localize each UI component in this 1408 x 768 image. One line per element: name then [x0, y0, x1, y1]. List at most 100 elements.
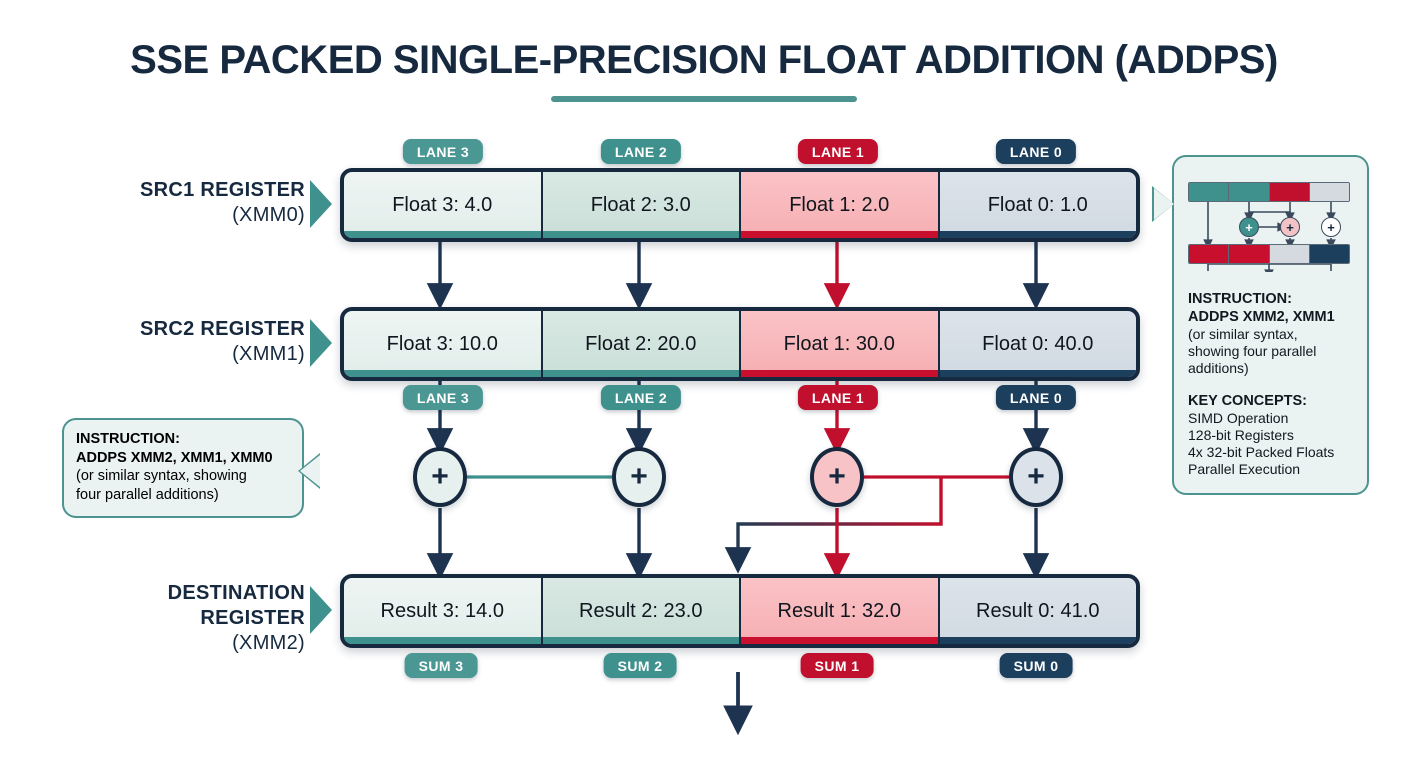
src2-label-main: SRC2 REGISTER [139, 318, 305, 340]
mini-adder-0: + [1321, 217, 1341, 237]
mini-diagram: + + + [1188, 182, 1354, 272]
src2-cell-lane2-accent [542, 370, 739, 377]
mini-diagram-wires [1203, 202, 1336, 272]
dest-cell-lane0[interactable]: Result 0: 41.0 [939, 578, 1136, 644]
sum-badge-2[interactable]: SUM 2 [603, 653, 677, 678]
src2-cell-lane0-text: Float 0: 40.0 [982, 332, 1094, 355]
src1-row-label: SRC1 REGISTER (XMM0) [60, 178, 305, 228]
right-panel-instruction-heading: INSTRUCTION: [1188, 291, 1292, 307]
lane-badge-mid-0[interactable]: LANE 0 [995, 385, 1077, 410]
page-title: SSE PACKED SINGLE-PRECISION FLOAT ADDITI… [130, 38, 1278, 82]
destination-register-bar: Result 3: 14.0 Result 2: 23.0 Result 1: … [340, 574, 1140, 648]
right-panel-concept-2: 128-bit Registers [1188, 427, 1294, 443]
src2-label-sub: (XMM1) [232, 343, 305, 365]
dest-cell-lane2-accent [542, 637, 739, 644]
right-panel-notch [1154, 188, 1174, 220]
src2-register-bar: Float 3: 10.0 Float 2: 20.0 Float 1: 30.… [340, 307, 1140, 381]
lane-badge-top-3[interactable]: LANE 3 [402, 139, 484, 164]
src2-cell-lane3[interactable]: Float 3: 10.0 [344, 311, 543, 377]
right-panel-note-1: (or similar syntax, [1188, 326, 1298, 342]
right-panel-note-3: additions) [1188, 360, 1249, 376]
src1-cell-lane2[interactable]: Float 2: 3.0 [542, 172, 741, 238]
src2-cell-lane3-text: Float 3: 10.0 [386, 332, 498, 355]
lane-badge-mid-3[interactable]: LANE 3 [402, 385, 484, 410]
src2-cell-lane1[interactable]: Float 1: 30.0 [741, 311, 940, 377]
right-panel-note-2: showing four parallel [1188, 343, 1317, 359]
mini-bot-seg-0 [1309, 245, 1349, 263]
src1-cell-lane0-accent [939, 231, 1136, 238]
src1-label-main: SRC1 REGISTER [139, 179, 305, 201]
left-callout-notch [300, 455, 320, 487]
sum-badge-1[interactable]: SUM 1 [800, 653, 874, 678]
dest-cell-lane2-text: Result 2: 23.0 [579, 599, 703, 622]
sum-badge-0[interactable]: SUM 0 [999, 653, 1073, 678]
src1-cell-lane1-text: Float 1: 2.0 [789, 193, 890, 216]
src1-cell-lane1[interactable]: Float 1: 2.0 [741, 172, 940, 238]
src1-cell-lane3-text: Float 3: 4.0 [392, 193, 493, 216]
lane-badge-mid-1[interactable]: LANE 1 [797, 385, 879, 410]
dest-pointer-icon [310, 586, 332, 634]
dest-cell-lane3-accent [344, 637, 541, 644]
src2-cell-lane0-accent [939, 370, 1136, 377]
src1-cell-lane0-text: Float 0: 1.0 [987, 193, 1088, 216]
src2-cell-lane1-text: Float 1: 30.0 [783, 332, 895, 355]
right-panel-concept-3: 4x 32-bit Packed Floats [1188, 444, 1335, 460]
adder-lane1[interactable]: + [810, 447, 864, 507]
src2-cell-lane3-accent [344, 370, 541, 377]
src2-cell-lane2-text: Float 2: 20.0 [585, 332, 697, 355]
lane-badge-top-2[interactable]: LANE 2 [600, 139, 682, 164]
dest-cell-lane3[interactable]: Result 3: 14.0 [344, 578, 543, 644]
dest-row-label: DESTINATION REGISTER (XMM2) [60, 581, 305, 656]
left-callout-instruction: ADDPS XMM2, XMM1, XMM0 [76, 449, 273, 466]
mini-adder-2: + [1239, 217, 1259, 237]
src2-row-label: SRC2 REGISTER (XMM1) [60, 317, 305, 367]
src1-cell-lane0[interactable]: Float 0: 1.0 [939, 172, 1136, 238]
right-panel-concepts-heading: KEY CONCEPTS: [1188, 393, 1307, 409]
src1-cell-lane2-text: Float 2: 3.0 [590, 193, 691, 216]
dest-cell-lane1[interactable]: Result 1: 32.0 [741, 578, 940, 644]
dest-label-sub: (XMM2) [232, 632, 305, 654]
adder-lane2[interactable]: + [612, 447, 666, 507]
src2-cell-lane0[interactable]: Float 0: 40.0 [939, 311, 1136, 377]
src2-pointer-icon [310, 319, 332, 367]
dest-cell-lane1-text: Result 1: 32.0 [777, 599, 901, 622]
src2-cell-lane2[interactable]: Float 2: 20.0 [542, 311, 741, 377]
left-callout-note-1: (or similar syntax, showing [76, 468, 247, 484]
mini-top-register [1188, 182, 1350, 202]
title-underline [551, 96, 857, 102]
lane-badge-top-1[interactable]: LANE 1 [797, 139, 879, 164]
right-panel-instruction: ADDPS XMM2, XMM1 [1188, 309, 1335, 325]
src1-cell-lane1-accent [741, 231, 938, 238]
right-panel-concept-4: Parallel Execution [1188, 461, 1301, 477]
src1-pointer-icon [310, 180, 332, 228]
left-callout-heading: INSTRUCTION: [76, 431, 180, 447]
dest-cell-lane1-accent [741, 637, 938, 644]
src1-register-bar: Float 3: 4.0 Float 2: 3.0 Float 1: 2.0 F… [340, 168, 1140, 242]
adder-lane3[interactable]: + [413, 447, 467, 507]
dest-cell-lane0-accent [939, 637, 1136, 644]
src2-cell-lane1-accent [741, 370, 938, 377]
lane-badge-top-0[interactable]: LANE 0 [995, 139, 1077, 164]
dest-cell-lane0-text: Result 0: 41.0 [976, 599, 1100, 622]
mini-adder-1: + [1280, 217, 1300, 237]
dest-label-main-2: REGISTER [200, 607, 305, 629]
left-callout-note-2: four parallel additions) [76, 486, 219, 503]
dest-label-main-1: DESTINATION [167, 582, 305, 604]
mini-top-seg-1 [1269, 183, 1310, 201]
dest-cell-lane3-text: Result 3: 14.0 [380, 599, 504, 622]
mini-bot-seg-3 [1189, 245, 1230, 263]
mini-bot-seg-2 [1229, 245, 1270, 263]
adder-lane0[interactable]: + [1009, 447, 1063, 507]
left-instruction-callout: INSTRUCTION: ADDPS XMM2, XMM1, XMM0 (or … [62, 418, 304, 518]
mini-top-seg-2 [1229, 183, 1270, 201]
mini-bottom-register [1188, 244, 1350, 264]
lane-badge-mid-2[interactable]: LANE 2 [600, 385, 682, 410]
mini-top-seg-0 [1309, 183, 1349, 201]
src1-label-sub: (XMM0) [232, 204, 305, 226]
dest-cell-lane2[interactable]: Result 2: 23.0 [542, 578, 741, 644]
mini-bot-seg-1 [1269, 245, 1310, 263]
src1-cell-lane3[interactable]: Float 3: 4.0 [344, 172, 543, 238]
sum-badge-3[interactable]: SUM 3 [404, 653, 478, 678]
src1-cell-lane3-accent [344, 231, 541, 238]
